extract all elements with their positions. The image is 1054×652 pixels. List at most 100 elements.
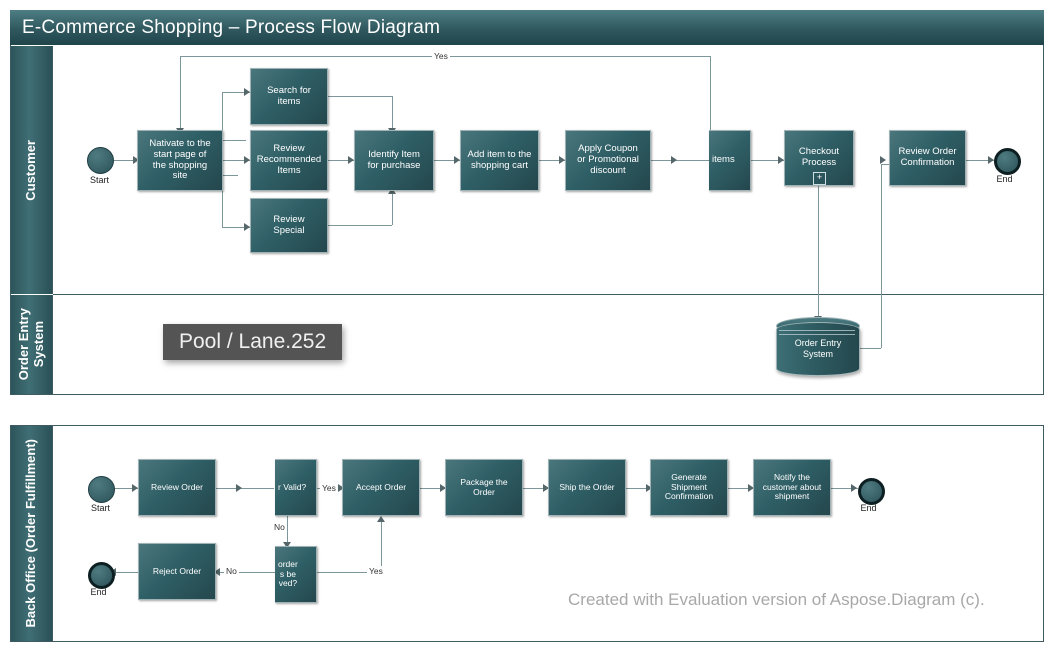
task-review-recommended[interactable]: Review Recommended Items <box>250 130 328 191</box>
connector-navigate-search-v <box>222 92 223 140</box>
connector-resolve-accept-h <box>317 572 381 573</box>
task-accept-order[interactable]: Accept Order <box>342 459 420 516</box>
connector-special-identify-v <box>392 192 393 225</box>
tooltip-pool-lane: Pool / Lane.252 <box>163 324 343 360</box>
arrowhead-valid-accept <box>338 484 344 492</box>
arrowhead-resolve-accept <box>377 516 385 522</box>
edge-label-valid-yes: Yes <box>320 483 338 493</box>
connector-navigate-recommended <box>222 160 250 161</box>
arrowhead-notify-end <box>851 484 857 492</box>
connector-navigate-special-v <box>222 175 223 227</box>
connector-recommended-identify <box>328 160 354 161</box>
task-review-order-confirmation[interactable]: Review Order Confirmation <box>889 130 966 186</box>
arrowhead-package-ship <box>543 484 549 492</box>
evaluation-watermark: Created with Evaluation version of Aspos… <box>568 590 985 609</box>
end-event-customer-label: End <box>996 174 1013 184</box>
pool-title: E-Commerce Shopping – Process Flow Diagr… <box>10 10 1044 45</box>
gateway-more-items-label: items <box>712 154 735 166</box>
connector-navigate-search-h2 <box>222 92 250 93</box>
task-navigate-label: Nativate to the start page of the shoppi… <box>149 137 211 182</box>
task-generate-shipment-confirmation[interactable]: Generate Shipment Confirmation <box>650 459 728 516</box>
arrowhead-resolve-reject <box>214 568 220 576</box>
task-identify-item-label: Identify Item for purchase <box>367 148 421 171</box>
edge-label-valid-no: No <box>272 522 287 532</box>
task-checkout-process[interactable]: Checkout Process <box>784 130 854 186</box>
task-navigate[interactable]: Nativate to the start page of the shoppi… <box>137 130 223 191</box>
connector-start-navigate <box>110 160 135 161</box>
arrowhead-genconf-notify <box>748 484 754 492</box>
start-event-back-office-label: Start <box>90 503 110 513</box>
arrowhead-navigate-special <box>244 223 250 231</box>
edge-label-resolve-no: No <box>224 566 239 576</box>
arrowhead-datastore-revconf <box>880 156 886 164</box>
task-ship-order[interactable]: Ship the Order <box>548 459 626 516</box>
task-ship-order-label: Ship the Order <box>559 481 615 492</box>
end-event-back-office-top[interactable] <box>858 478 885 505</box>
arrowhead-special-identify <box>388 188 396 194</box>
connector-addcart-coupon <box>539 160 565 161</box>
end-event-customer[interactable] <box>994 148 1021 175</box>
start-event-customer[interactable] <box>87 147 114 174</box>
start-event-back-office[interactable] <box>88 476 115 503</box>
gateway-more-items[interactable]: items <box>709 130 751 191</box>
datastore-order-entry[interactable]: Order Entry System <box>776 322 860 376</box>
connector-search-identify-v <box>392 96 393 130</box>
arrowhead-start-navigate <box>133 156 139 164</box>
task-review-special-label: Review Special <box>273 213 305 236</box>
arrowhead-bo-start-review <box>132 484 138 492</box>
connector-datastore-revconf-h1 <box>856 348 881 349</box>
task-apply-coupon-label: Apply Coupon or Promotional discount <box>577 143 639 176</box>
arrowhead-addcart-coupon <box>559 156 565 164</box>
connector-package-ship <box>523 488 550 489</box>
connector-loop-yes-v1 <box>710 56 711 132</box>
lane-label-back-office: Back Office (Order Fulfillment) <box>23 439 39 628</box>
connector-review-valid <box>216 488 274 489</box>
task-search-items-label: Search for items <box>267 84 311 107</box>
end-event-back-office-top-label: End <box>860 503 877 513</box>
task-review-order-label: Review Order <box>151 481 203 492</box>
connector-datastore-revconf-h2 <box>881 164 891 165</box>
task-reject-order[interactable]: Reject Order <box>138 543 216 600</box>
arrowhead-navigate-recommended <box>244 156 250 164</box>
connector-reject-end <box>112 572 139 573</box>
gateway-issues-resolved[interactable]: order s be ved? <box>275 546 317 603</box>
task-apply-coupon[interactable]: Apply Coupon or Promotional discount <box>565 130 651 191</box>
connector-checkout-datastore <box>818 186 819 320</box>
task-reject-order-label: Reject Order <box>152 565 202 576</box>
task-review-special[interactable]: Review Special <box>250 198 328 253</box>
task-search-items[interactable]: Search for items <box>250 68 328 125</box>
connector-notify-end <box>831 488 858 489</box>
connector-search-identify-h <box>328 96 392 97</box>
arrowhead-accept-package <box>440 484 446 492</box>
connector-accept-package <box>420 488 447 489</box>
connector-bo-start-review <box>112 488 138 489</box>
arrowhead-moreitems-checkout <box>778 156 784 164</box>
edge-label-resolve-yes: Yes <box>367 566 385 576</box>
datastore-rim-2 <box>779 334 855 335</box>
task-notify-customer-label: Notify the customer about shipment <box>762 471 822 502</box>
subprocess-marker-icon: + <box>813 172 826 185</box>
task-identify-item[interactable]: Identify Item for purchase <box>354 130 434 191</box>
arrowhead-ship-genconf <box>646 484 652 492</box>
task-notify-customer[interactable]: Notify the customer about shipment <box>753 459 831 516</box>
lane-label-order-entry: Order Entry System <box>15 308 46 381</box>
task-review-order[interactable]: Review Order <box>138 459 216 516</box>
datastore-order-entry-label: Order Entry System <box>794 338 842 359</box>
task-package-order[interactable]: Package the Order <box>445 459 523 516</box>
connector-resolve-accept-v <box>381 521 382 572</box>
gateway-issues-resolved-label: order s be ved? <box>278 558 298 589</box>
connector-navigate-special-h2 <box>222 227 250 228</box>
end-event-back-office-bottom[interactable] <box>88 562 115 589</box>
task-add-to-cart[interactable]: Add item to the shopping cart <box>460 130 539 191</box>
lane-header-order-entry: Order Entry System <box>11 295 53 394</box>
connector-genconf-notify <box>728 488 755 489</box>
arrowhead-recommended-identify <box>348 156 354 164</box>
connector-special-identify-h <box>328 225 392 226</box>
connector-resolve-reject <box>216 572 276 573</box>
connector-navigate-search-h1 <box>222 140 246 141</box>
arrowhead-identify-addcart <box>454 156 460 164</box>
gateway-order-valid-label: r Valid? <box>278 481 307 492</box>
gateway-order-valid[interactable]: r Valid? <box>275 459 317 516</box>
connector-moreitems-checkout <box>751 160 784 161</box>
task-add-to-cart-label: Add item to the shopping cart <box>467 148 532 171</box>
